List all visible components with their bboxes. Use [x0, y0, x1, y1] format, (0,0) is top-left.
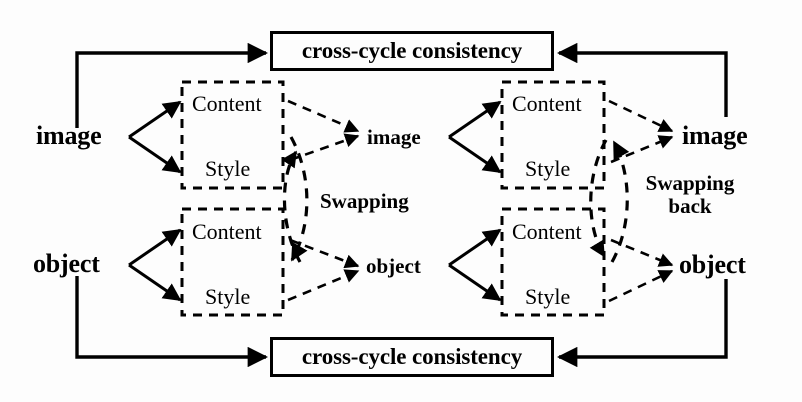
- feature-label-style-object-right: Style: [525, 284, 571, 309]
- feature-box-object-right: [500, 207, 606, 317]
- merge-arrow-right-content-to-object: [610, 238, 674, 267]
- fork-arrow-image-left-style: [128, 135, 182, 174]
- operation-label-swapping-back-line2: back: [668, 193, 712, 218]
- node-mid-object: object: [366, 254, 421, 278]
- feature-label-content-object-right: Content: [512, 219, 582, 244]
- operation-label-swapping: Swapping: [320, 189, 409, 213]
- fork-arrow-image-left-content: [128, 100, 182, 139]
- connector-out-object-to-bottom-box: [556, 279, 728, 368]
- fork-arrow-object-left-content: [128, 228, 182, 267]
- fork-arrow-image-right-content: [448, 100, 502, 139]
- node-input-object: object: [33, 249, 100, 278]
- node-out-object: object: [679, 250, 746, 279]
- cross-cycle-consistency-label-bottom: cross-cycle consistency: [301, 344, 523, 369]
- swap-back-curve-right-down: [589, 139, 608, 258]
- feature-label-style-image-left: Style: [205, 156, 251, 181]
- swap-back-curve-right-up: [610, 140, 630, 263]
- feature-box-object-left: [180, 207, 285, 317]
- feature-box-image-left: [180, 80, 285, 190]
- operation-label-swapping-back-line1: Swapping: [645, 171, 735, 195]
- node-input-image: image: [36, 121, 102, 150]
- cross-cycle-consistency-label-top: cross-cycle consistency: [301, 38, 523, 63]
- node-out-image: image: [682, 121, 748, 150]
- fork-arrow-object-right-content: [448, 228, 502, 267]
- merge-arrow-left-style-to-image: [289, 133, 360, 162]
- fork-arrow-image-right-style: [448, 135, 502, 174]
- operation-label-swapping-back: Swapping back: [634, 172, 746, 217]
- feature-label-content-image-right: Content: [512, 91, 582, 116]
- swap-curve-left-up: [281, 150, 302, 263]
- cross-cycle-consistency-box-bottom: cross-cycle consistency: [270, 337, 554, 377]
- fork-arrow-object-left-style: [128, 263, 182, 302]
- merge-arrow-right-style-to-object: [608, 269, 674, 303]
- feature-label-content-image-left: Content: [192, 91, 262, 116]
- feature-box-image-right: [500, 80, 606, 190]
- merge-arrow-left-content-to-object: [289, 238, 360, 269]
- cross-cycle-consistency-box-top: cross-cycle consistency: [270, 31, 554, 71]
- feature-label-content-object-left: Content: [192, 219, 262, 244]
- connector-input-object-to-bottom-box: [75, 276, 269, 368]
- swap-curve-left-down: [289, 136, 309, 262]
- connector-input-image-to-top-box: [75, 42, 269, 128]
- connector-out-image-to-top-box: [556, 42, 728, 117]
- node-mid-image: image: [367, 125, 421, 149]
- fork-arrow-object-right-style: [448, 263, 502, 302]
- feature-label-style-object-left: Style: [205, 284, 251, 309]
- merge-arrow-left-style-to-object: [287, 269, 360, 302]
- merge-arrow-left-content-to-image: [287, 99, 360, 133]
- merge-arrow-right-style-to-image: [610, 135, 674, 164]
- merge-arrow-right-content-to-image: [608, 99, 674, 133]
- feature-label-style-image-right: Style: [525, 156, 571, 181]
